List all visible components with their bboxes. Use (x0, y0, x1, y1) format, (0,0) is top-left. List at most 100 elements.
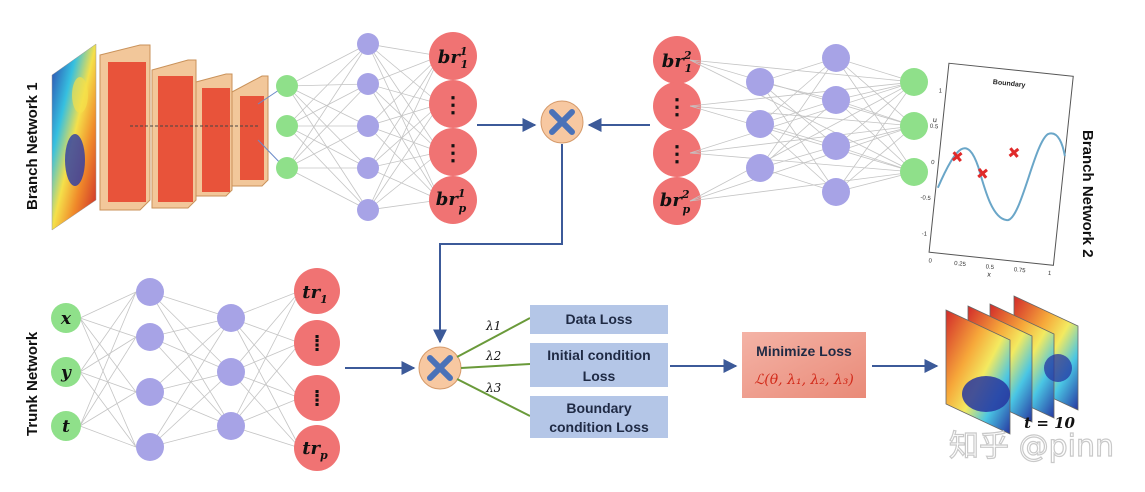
trunk-output-node-first (294, 268, 340, 314)
branch2-output-node (653, 82, 701, 130)
network-connection (286, 125, 369, 169)
boundary-plot-x-tick: 0.25 (954, 261, 967, 268)
network-connection (79, 425, 137, 448)
network-neuron (900, 68, 928, 96)
arrow-product-to-trunk-product (433, 144, 563, 344)
branch1-conv-layers (99, 44, 286, 211)
initial-condition-loss-box: Initial condition Loss (530, 343, 668, 387)
network-connection (367, 55, 441, 169)
network-connection (149, 291, 232, 427)
trunk-input-node-y (51, 357, 81, 387)
trunk-dense-network (79, 278, 301, 461)
network-connection (149, 336, 232, 427)
loss-weight-lines (456, 317, 531, 417)
network-connection (79, 371, 137, 448)
network-connection (689, 59, 915, 173)
boundary-plot-x-tick: 0.75 (1014, 267, 1027, 274)
boundary-plot: Boundary u 1 0.5 0 -0.5 -1 0 0.25 0.5 0.… (920, 62, 1074, 279)
network-connection (367, 151, 441, 169)
trunk-network-label: Trunk Network (24, 331, 41, 436)
boundary-condition-label: Boundary (566, 400, 632, 416)
network-connection (149, 371, 232, 448)
network-neuron (136, 378, 164, 406)
branch1-output-node (429, 80, 477, 128)
branch1-ellipsis: ⋮ (442, 92, 464, 117)
branch2-ellipsis: ⋮ (666, 94, 688, 119)
network-connection (367, 83, 441, 201)
branch1-dense-network (276, 33, 441, 221)
boundary-plot-x-tick: 0.5 (985, 264, 995, 271)
boundary-sample-marker (951, 151, 963, 162)
network-connection (759, 81, 837, 193)
branch1-ellipsis: ⋮ (442, 140, 464, 165)
network-connection (689, 125, 915, 202)
network-connection (79, 291, 137, 427)
network-connection (367, 151, 441, 211)
branch1-output-node (429, 128, 477, 176)
branch-network-2-label: Branch Network 2 (1079, 130, 1096, 258)
network-neuron (822, 86, 850, 114)
network-neuron (900, 112, 928, 140)
network-neuron (136, 278, 164, 306)
network-connection (367, 83, 441, 153)
trunk-input-label: t (62, 417, 70, 437)
network-connection (230, 317, 301, 449)
trunk-ellipsis: ⁞ (313, 331, 320, 356)
network-neuron (276, 75, 298, 97)
solution-snapshots: t = 10 (945, 295, 1079, 435)
network-neuron (746, 154, 774, 182)
boundary-sample-marker (977, 168, 988, 179)
watermark: 知乎 @pinn (949, 429, 1114, 464)
network-connection (367, 167, 441, 201)
branch-product-node (540, 100, 584, 144)
network-connection (759, 123, 837, 193)
boundary-plot-y-tick: -0.5 (920, 195, 932, 202)
trunk-output-node (294, 375, 340, 421)
network-connection (79, 317, 137, 338)
trunk-input-node-t (51, 411, 81, 441)
network-neuron (357, 157, 379, 179)
weight-lambda-1: λ1 (485, 319, 501, 333)
network-connection (367, 55, 441, 85)
trunk-output-label-last: trp (302, 438, 328, 462)
network-connection (367, 103, 441, 211)
weight-lambda-3: λ3 (485, 381, 502, 395)
network-connection (367, 103, 441, 127)
multiply-icon (427, 355, 453, 381)
network-neuron (822, 44, 850, 72)
network-connection (230, 290, 301, 373)
boundary-plot-y-label: u (933, 117, 938, 124)
network-neuron (276, 157, 298, 179)
network-connection (79, 317, 137, 448)
network-connection (367, 103, 441, 169)
network-connection (149, 317, 232, 448)
boundary-plot-x-label: x (987, 271, 992, 278)
network-neuron (136, 433, 164, 461)
network-connection (230, 342, 301, 427)
boundary-curve (936, 132, 1066, 222)
network-connection (286, 83, 369, 127)
trunk-output-node-last (294, 425, 340, 471)
boundary-plot-x-tick: 0 (928, 258, 933, 264)
trunk-input-label: y (60, 363, 72, 383)
network-connection (689, 81, 915, 107)
network-connection (367, 43, 441, 201)
network-connection (835, 125, 915, 193)
network-connection (367, 55, 441, 211)
boundary-plot-y-tick: 1 (938, 88, 943, 94)
network-neuron (357, 199, 379, 221)
branch2-ellipsis: ⋮ (666, 141, 688, 166)
network-connection (367, 43, 441, 105)
trunk-product-node (418, 346, 462, 390)
network-neuron (822, 178, 850, 206)
network-connection (79, 291, 137, 319)
network-connection (689, 81, 915, 154)
branch2-dense-network (689, 44, 928, 206)
network-neuron (357, 73, 379, 95)
network-connection (367, 125, 441, 201)
